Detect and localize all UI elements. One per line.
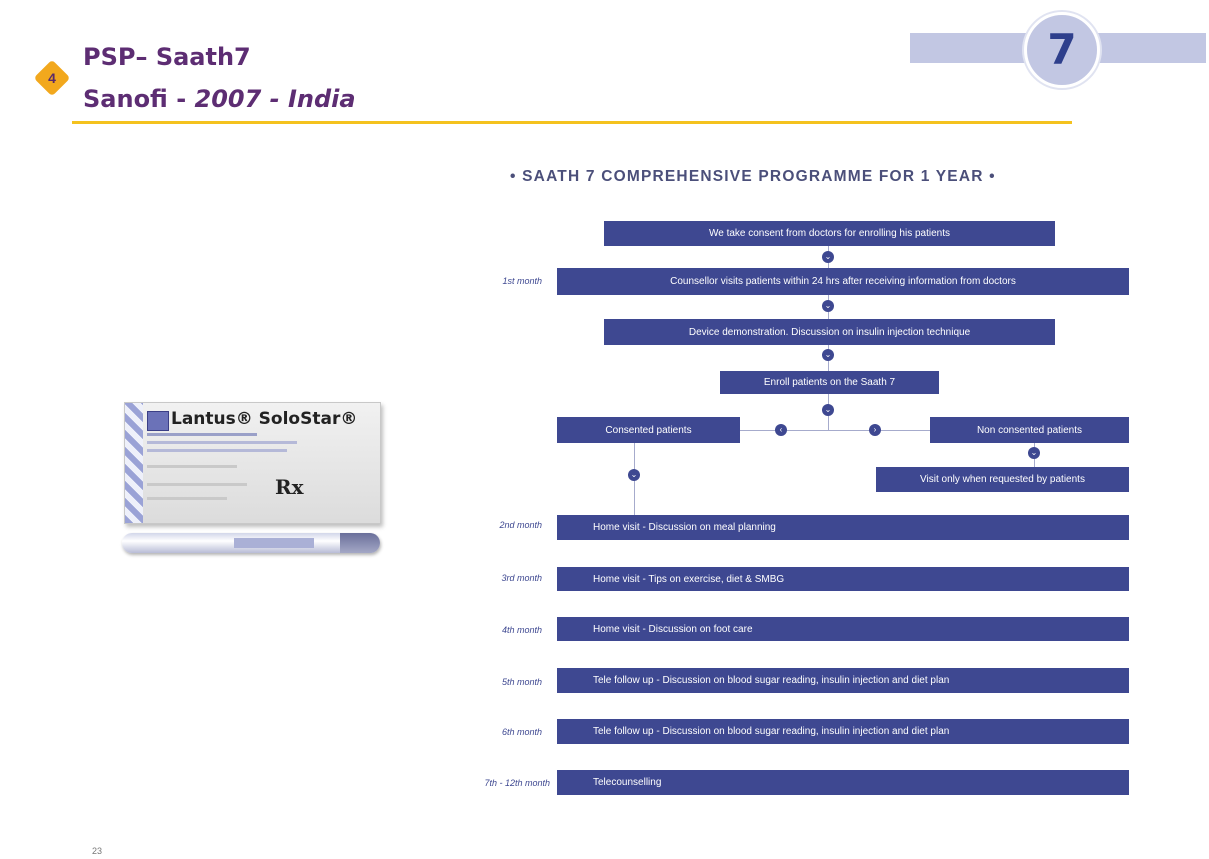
branch-line bbox=[740, 430, 930, 431]
box-text-line bbox=[147, 433, 257, 436]
box-text-line bbox=[147, 465, 237, 468]
box-text-line bbox=[147, 449, 287, 452]
subtitle-year-country: 2007 - India bbox=[194, 85, 356, 113]
month-label-7-12: 7th - 12th month bbox=[484, 778, 550, 788]
pen-cap bbox=[340, 533, 380, 553]
badge-number: 4 bbox=[48, 70, 56, 86]
box-text-line bbox=[147, 497, 227, 500]
step-month-7-12-box: Telecounselling bbox=[557, 770, 1129, 795]
visit-on-request-box: Visit only when requested by patients bbox=[876, 467, 1129, 492]
step-counsellor-box: Counsellor visits patients within 24 hrs… bbox=[557, 268, 1129, 295]
arrow-down-icon: ⌄ bbox=[822, 300, 834, 312]
non-consented-patients-box: Non consented patients bbox=[930, 417, 1129, 443]
month-label-6: 6th month bbox=[501, 727, 542, 737]
box-text-line bbox=[147, 441, 297, 444]
step-device-box: Device demonstration. Discussion on insu… bbox=[604, 319, 1055, 345]
arrow-down-icon: ⌄ bbox=[822, 404, 834, 416]
arrow-down-icon: ⌄ bbox=[628, 469, 640, 481]
arrow-right-icon: › bbox=[869, 424, 881, 436]
consented-patients-box: Consented patients bbox=[557, 417, 740, 443]
page-title: PSP– Saath7 bbox=[83, 43, 251, 71]
month-label-5: 5th month bbox=[501, 677, 542, 687]
step-month-3-box: Home visit - Tips on exercise, diet & SM… bbox=[557, 567, 1129, 591]
month-label-1: 1st month bbox=[502, 276, 542, 286]
step-enroll-box: Enroll patients on the Saath 7 bbox=[720, 371, 939, 394]
brand-logo-icon bbox=[147, 411, 169, 431]
header-bar-left bbox=[910, 33, 1030, 63]
title-underline bbox=[72, 121, 1072, 124]
month-label-3: 3rd month bbox=[501, 573, 542, 583]
arrow-down-icon: ⌄ bbox=[1028, 447, 1040, 459]
page-number: 23 bbox=[92, 846, 103, 856]
section-badge: 4 bbox=[33, 59, 71, 97]
header-bar-right bbox=[1088, 33, 1206, 63]
subtitle-company: Sanofi - bbox=[83, 85, 195, 113]
arrow-left-icon: ‹ bbox=[775, 424, 787, 436]
insulin-pen-image bbox=[122, 533, 380, 553]
box-stripe-pattern bbox=[125, 403, 143, 523]
product-brand: Lantus® SoloStar® bbox=[171, 409, 358, 429]
saath7-logo: 7 bbox=[1024, 12, 1100, 88]
product-box-image: Lantus® SoloStar® Rx bbox=[124, 402, 381, 524]
step-month-5-box: Tele follow up - Discussion on blood sug… bbox=[557, 668, 1129, 693]
step-month-4-box: Home visit - Discussion on foot care bbox=[557, 617, 1129, 641]
step-consent-box: We take consent from doctors for enrolli… bbox=[604, 221, 1055, 246]
month-label-2: 2nd month bbox=[499, 520, 542, 530]
page-subtitle: Sanofi - 2007 - India bbox=[83, 85, 356, 113]
rx-symbol: Rx bbox=[275, 475, 304, 499]
step-month-6-box: Tele follow up - Discussion on blood sug… bbox=[557, 719, 1129, 744]
pen-label bbox=[234, 538, 314, 548]
step-month-2-box: Home visit - Discussion on meal planning bbox=[557, 515, 1129, 540]
programme-title: • SAATH 7 COMPREHENSIVE PROGRAMME FOR 1 … bbox=[510, 168, 996, 185]
arrow-down-icon: ⌄ bbox=[822, 251, 834, 263]
month-label-4: 4th month bbox=[501, 625, 542, 635]
box-text-line bbox=[147, 483, 247, 486]
arrow-down-icon: ⌄ bbox=[822, 349, 834, 361]
